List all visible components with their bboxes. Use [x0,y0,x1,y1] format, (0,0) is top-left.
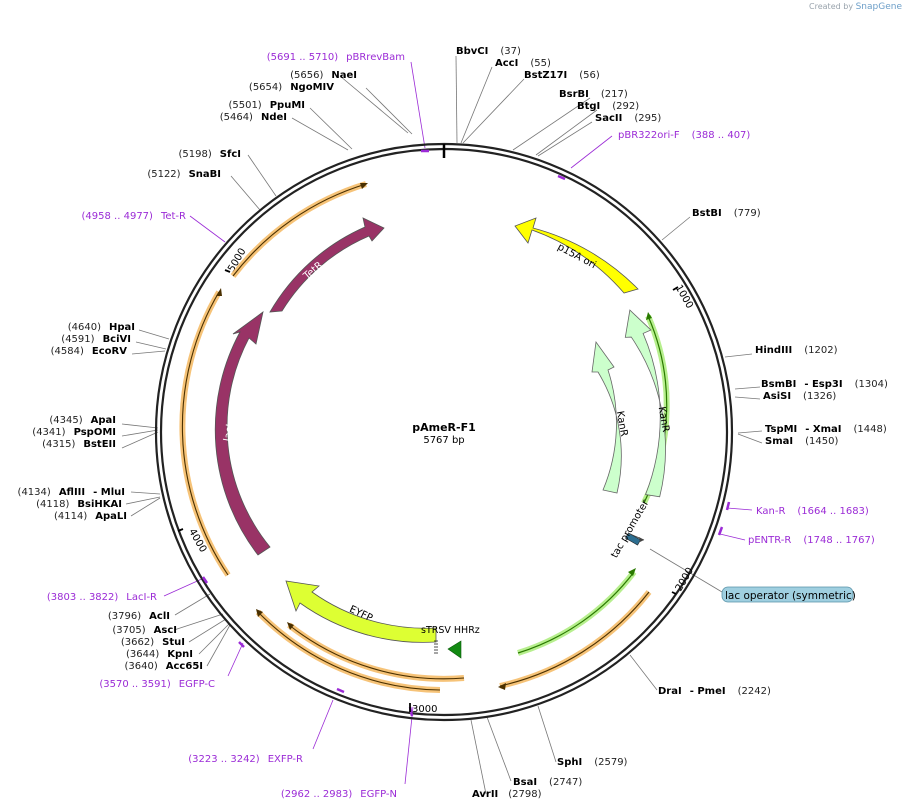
enzyme-acci[interactable]: AccI(55) [495,58,551,69]
enzyme-sphi[interactable]: SphI(2579) [557,757,628,768]
p15a-ori-feature[interactable] [514,217,639,294]
primer-pentr-r[interactable]: pENTR-R(1748 .. 1767) [748,535,875,546]
snapgene-logo-text: SnapGene [855,2,902,12]
enzyme-ndei[interactable]: (5464)NdeI [220,112,287,123]
enzyme-apai[interactable]: (4345)ApaI [49,415,116,426]
enzyme-bstz17i[interactable]: BstZ17I(56) [524,70,600,81]
enzyme-bsrbi[interactable]: BsrBI(217) [559,89,628,100]
eyfp-feature[interactable] [285,580,437,643]
enzyme-bcivi[interactable]: (4591)BciVI [61,334,131,345]
enzyme-apali[interactable]: (4114)ApaLI [54,511,127,522]
primer-egfp-c[interactable]: (3570 .. 3591)EGFP-C [99,679,215,690]
enzyme-smai[interactable]: SmaI(1450) [765,436,838,447]
enzyme-asci[interactable]: (3705)AscI [112,625,177,636]
laci-feature[interactable] [214,311,271,556]
tick-3000: 3000 [412,704,437,715]
credit-prefix: Created by [809,2,854,11]
enzyme-afliii[interactable]: (4134)AflIII- MluI [18,487,125,498]
primer-kan-r[interactable]: Kan-R(1664 .. 1683) [756,506,869,517]
laci-label: lacI [222,423,236,442]
enzyme-asisi[interactable]: AsiSI(1326) [763,391,836,402]
enzyme-avrii[interactable]: AvrII(2798) [472,789,542,800]
enzyme-bsmbi[interactable]: BsmBI- Esp3I(1304) [761,379,888,390]
tac-promoter-label: tac promoter [609,497,652,560]
enzyme-kpni[interactable]: (3644)KpnI [126,649,193,660]
snapgene-credit: Created by SnapGene [809,2,902,12]
enzyme-bsai[interactable]: BsaI(2747) [513,777,582,788]
enzyme-hpai[interactable]: (4640)HpaI [68,322,135,333]
tick-2000: 2000 [674,566,696,594]
plasmid-length: 5767 bp [423,435,464,446]
primer-pbrrevbam[interactable]: (5691 .. 5710)pBRrevBam [267,52,405,63]
eyfp-end-hatching [434,640,438,654]
enzyme-bsteii[interactable]: (4315)BstEII [42,439,116,450]
tetr-feature[interactable] [269,217,385,313]
enzyme-bsihkai[interactable]: (4118)BsiHKAI [36,499,122,510]
primer-tet-r[interactable]: (4958 .. 4977)Tet-R [82,211,187,222]
primer-laci-r[interactable]: (3803 .. 3822)LacI-R [47,592,157,603]
enzyme-bstbi[interactable]: BstBI(779) [692,208,761,219]
orange-arcs [179,181,652,693]
enzyme-naei[interactable]: (5656)NaeI [290,70,357,81]
enzyme-acli[interactable]: (3796)AclI [108,611,170,622]
enzyme-drai[interactable]: DraI- PmeI(2242) [658,686,771,697]
enzyme-tspmi[interactable]: TspMI- XmaI(1448) [765,424,887,435]
kanr-inner-label: KanR [614,410,629,437]
enzyme-snabi[interactable]: (5122)SnaBI [147,169,221,180]
kanr-outer-label: KanR [656,406,671,433]
kanr-inner-feature[interactable] [591,340,622,494]
strsv-hhrz-label: sTRSV HHRz [421,625,480,636]
strsv-hhrz-feature[interactable] [447,640,462,659]
kanr-outer-feature[interactable] [624,309,668,499]
lac-operator-label: lac operator (symmetric) [725,590,856,602]
enzyme-hindiii[interactable]: HindIII(1202) [755,345,838,356]
enzyme-pspomi[interactable]: (4341)PspOMI [32,427,116,438]
enzyme-bbvci[interactable]: BbvCI(37) [456,46,521,57]
plasmid-name: pAmeR-F1 [412,421,476,434]
lac-operator-badge[interactable]: lac operator (symmetric) [721,586,856,603]
enzyme-acc65i[interactable]: (3640)Acc65I [125,661,204,672]
primer-pbr322ori-f[interactable]: pBR322ori-F(388 .. 407) [618,130,750,141]
leader-lines [121,55,763,795]
primer-egfp-n[interactable]: (2962 .. 2983)EGFP-N [281,789,397,800]
primer-exfp-r[interactable]: (3223 .. 3242)EXFP-R [188,754,303,765]
enzyme-sfci[interactable]: (5198)SfcI [179,149,241,160]
enzyme-ngomiv[interactable]: (5654)NgoMIV [249,82,334,93]
enzyme-ecorv[interactable]: (4584)EcoRV [51,346,128,357]
enzyme-stui[interactable]: (3662)StuI [121,637,185,648]
enzyme-ppumi[interactable]: (5501)PpuMI [228,100,305,111]
tac-promoter-feature[interactable] [625,532,645,546]
enzyme-btgi[interactable]: BtgI(292) [577,101,639,112]
enzyme-sacii[interactable]: SacII(295) [595,113,661,124]
